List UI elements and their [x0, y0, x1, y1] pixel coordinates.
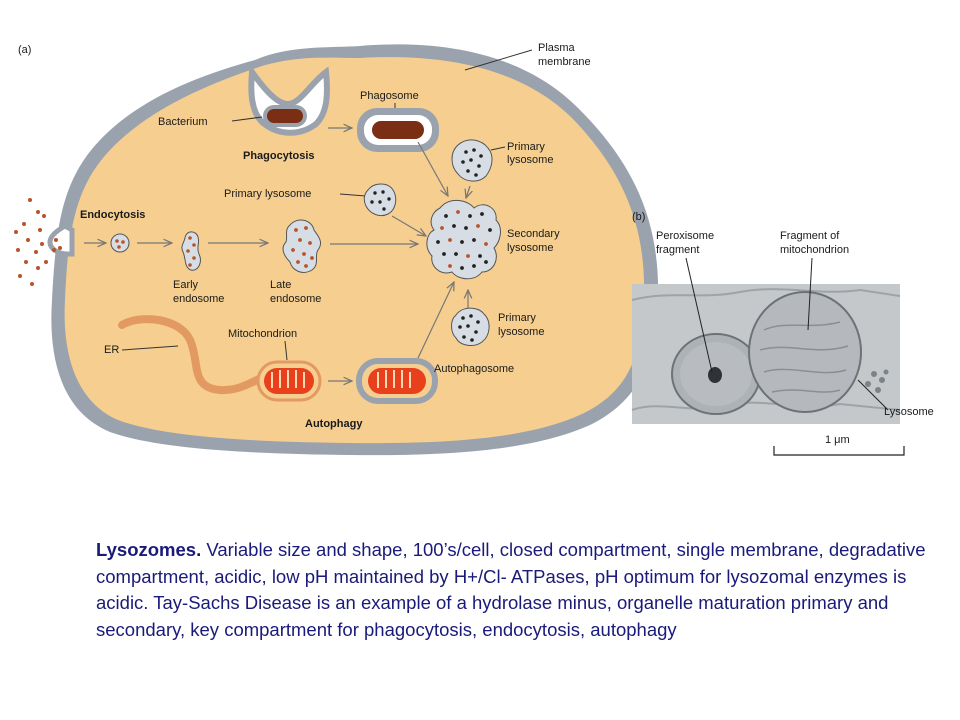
- secondary-lysosome-label-1: Secondary: [507, 228, 560, 240]
- peroxisome-label-2: fragment: [656, 244, 699, 256]
- er-leader: [121, 345, 179, 351]
- panel-a-tag: (a): [18, 44, 31, 56]
- scale-bar: [773, 446, 905, 456]
- endocytic-vesicle: [110, 233, 130, 253]
- caption: Lysozomes. Variable size and shape, 100’…: [96, 537, 926, 643]
- caption-body: Variable size and shape, 100’s/cell, clo…: [96, 539, 926, 640]
- late-endosome-label-2: endosome: [270, 293, 321, 305]
- secondary-lysosome-label-2: lysosome: [507, 242, 553, 254]
- phagocytosis-label: Phagocytosis: [243, 150, 315, 162]
- plasma-membrane-label-1: Plasma: [538, 42, 576, 54]
- lysosome-label: Lysosome: [884, 406, 934, 418]
- autophagosome-cristae: [377, 370, 411, 388]
- arrow-phagosome-to-secondary: [417, 141, 448, 196]
- mito-fragment-label-1: Fragment of: [780, 230, 840, 242]
- phagosome-label: Phagosome: [360, 90, 419, 102]
- phagosome-bacterium: [372, 121, 424, 139]
- autophagy-label: Autophagy: [305, 418, 363, 430]
- primary-lysosome-1-label-2: lysosome: [507, 154, 553, 166]
- arrow-primary-mid-to-secondary: [391, 215, 426, 236]
- primary-lysosome-2-label: Primary lysosome: [224, 188, 311, 200]
- extracellular-particles: [14, 198, 62, 286]
- autophagosome-label: Autophagosome: [434, 363, 514, 375]
- mitochondrion-leader: [284, 340, 288, 361]
- primary-lysosome-middle: [363, 183, 397, 217]
- primary-lysosome-3-label-1: Primary: [498, 312, 536, 324]
- peroxisome-label-1: Peroxisome: [656, 230, 714, 242]
- primary-lysosome-1-label-1: Primary: [507, 141, 545, 153]
- electron-micrograph: [631, 284, 901, 424]
- cytoplasm: [64, 57, 645, 444]
- secondary-lysosome: [426, 200, 501, 280]
- bacterium-body: [267, 109, 303, 123]
- arrow-primary-top-to-secondary: [466, 185, 470, 198]
- early-endosome-label-1: Early: [173, 279, 199, 291]
- primary-lysosome-2-leader: [339, 193, 367, 197]
- scale-bar-label: 1 μm: [825, 434, 850, 446]
- lysosome-leader: [857, 379, 889, 411]
- mito-fragment-leader: [807, 257, 813, 331]
- plasma-membrane-leader: [464, 49, 533, 71]
- panel-b-tag: (b): [632, 211, 645, 223]
- bacterium-label: Bacterium: [158, 116, 208, 128]
- primary-lysosome-1-leader: [490, 146, 506, 151]
- secondary-lysosome-contents: [436, 210, 492, 270]
- peroxisome-leader: [685, 257, 713, 373]
- endocytosis-label: Endocytosis: [80, 209, 145, 221]
- caption-title: Lysozomes.: [96, 539, 202, 560]
- endocytic-pit: [47, 223, 75, 257]
- mito-fragment-label-2: mitochondrion: [780, 244, 849, 256]
- arrow-autophagosome-to-secondary: [417, 282, 454, 359]
- plasma-membrane-label-2: membrane: [538, 56, 591, 68]
- mitochondrion-label: Mitochondrion: [228, 328, 297, 340]
- mitochondrion-cristae: [271, 370, 305, 388]
- primary-lysosome-3-label-2: lysosome: [498, 326, 544, 338]
- primary-lysosome-bottom: [451, 307, 490, 346]
- er-label: ER: [104, 344, 119, 356]
- early-endosome-label-2: endosome: [173, 293, 224, 305]
- bacterium-leader: [231, 116, 263, 122]
- late-endosome-label-1: Late: [270, 279, 291, 291]
- early-endosome: [181, 231, 201, 271]
- autophagosome-mito: [368, 368, 426, 394]
